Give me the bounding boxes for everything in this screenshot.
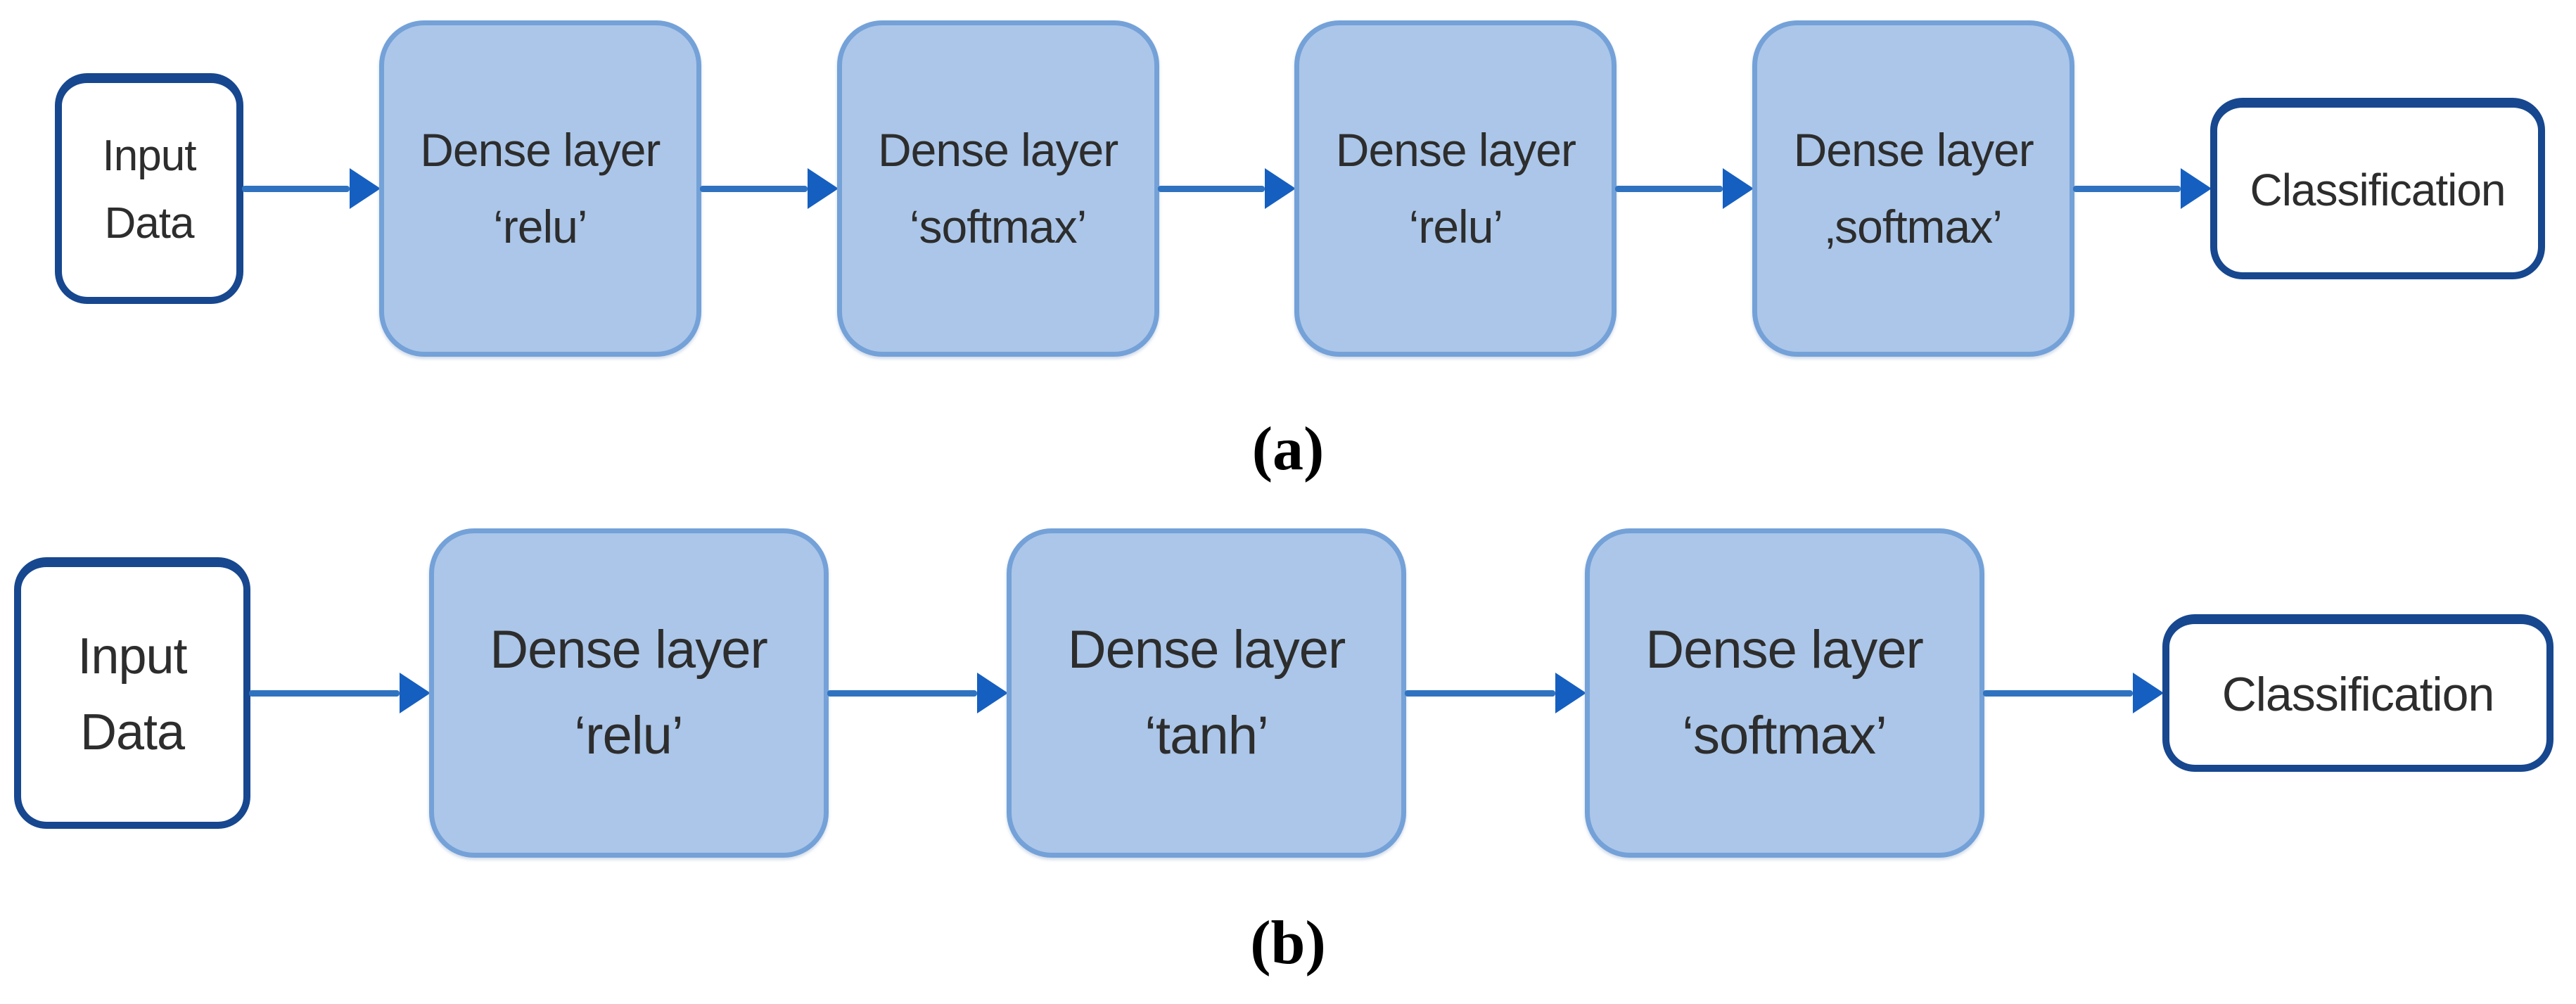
arrow-connector xyxy=(1157,168,1296,209)
arrow-line xyxy=(1157,185,1265,192)
node-label: Dense layer xyxy=(420,124,661,177)
node-label: Data xyxy=(104,199,195,248)
node-label: ‘softmax’ xyxy=(909,201,1087,253)
node-classification-a: Classification xyxy=(2210,98,2545,279)
node-label: ‘relu’ xyxy=(493,201,587,253)
arrowhead-icon xyxy=(2133,673,2164,713)
arrowhead-icon xyxy=(1723,168,1754,209)
node-dense-softmax-2-a: Dense layer ‚softmax’ xyxy=(1752,20,2075,357)
node-dense-softmax-1-a: Dense layer ‘softmax’ xyxy=(836,20,1159,357)
node-label: ‚softmax’ xyxy=(1825,201,2002,253)
arrow-line xyxy=(1615,185,1723,192)
arrow-line xyxy=(242,185,350,192)
arrow-line xyxy=(1405,690,1555,697)
node-label: Data xyxy=(79,704,185,761)
node-label: Classification xyxy=(2250,165,2506,215)
node-dense-relu-b: Dense layer ‘relu’ xyxy=(428,528,829,858)
node-dense-tanh-b: Dense layer ‘tanh’ xyxy=(1007,528,1406,858)
arrow-connector xyxy=(242,168,381,209)
arrowhead-icon xyxy=(349,168,381,209)
arrow-connector xyxy=(2073,168,2212,209)
node-label: Input xyxy=(77,628,187,685)
arrow-connector xyxy=(699,168,839,209)
flow-row-b: Input Data Dense layer ‘relu’ Dense laye… xyxy=(14,524,2553,862)
arrowhead-icon xyxy=(399,673,431,713)
arrow-line xyxy=(249,690,400,697)
node-label: Dense layer xyxy=(1067,620,1346,680)
node-label: Classification xyxy=(2221,668,2495,721)
arrowhead-icon xyxy=(1555,673,1586,713)
figure-label-b: (b) xyxy=(1250,909,1326,977)
node-dense-softmax-b: Dense layer ‘softmax’ xyxy=(1584,528,1984,858)
arrowhead-icon xyxy=(977,673,1008,713)
arrow-connector xyxy=(1982,673,2164,713)
arrow-line xyxy=(699,185,808,192)
node-label: ‘relu’ xyxy=(574,706,683,765)
flow-row-a: Input Data Dense layer ‘relu’ Dense laye… xyxy=(55,13,2545,364)
arrow-connector xyxy=(827,673,1008,713)
figure-label-a: (a) xyxy=(1251,415,1325,483)
arrow-line xyxy=(827,690,977,697)
arrowhead-icon xyxy=(1265,168,1296,209)
node-label: Input xyxy=(102,131,197,180)
node-dense-relu-1-a: Dense layer ‘relu’ xyxy=(378,20,701,357)
node-label: ‘tanh’ xyxy=(1144,706,1269,765)
arrow-connector xyxy=(1615,168,1754,209)
node-label: Dense layer xyxy=(490,620,768,680)
arrow-connector xyxy=(249,673,431,713)
arrowhead-icon xyxy=(2180,168,2212,209)
node-label: Dense layer xyxy=(1645,620,1924,680)
arrow-line xyxy=(1982,690,2133,697)
node-classification-b: Classification xyxy=(2162,614,2553,772)
node-input-data-b: Input Data xyxy=(14,557,250,829)
arrow-connector xyxy=(1405,673,1586,713)
node-label: ‘relu’ xyxy=(1408,201,1503,253)
node-label: Dense layer xyxy=(1793,124,2034,177)
node-input-data-a: Input Data xyxy=(55,73,243,304)
node-label: Dense layer xyxy=(1335,124,1576,177)
arrow-line xyxy=(2073,185,2181,192)
node-label: Dense layer xyxy=(878,124,1118,177)
node-dense-relu-2-a: Dense layer ‘relu’ xyxy=(1294,20,1617,357)
arrowhead-icon xyxy=(807,168,839,209)
node-label: ‘softmax’ xyxy=(1682,706,1887,765)
